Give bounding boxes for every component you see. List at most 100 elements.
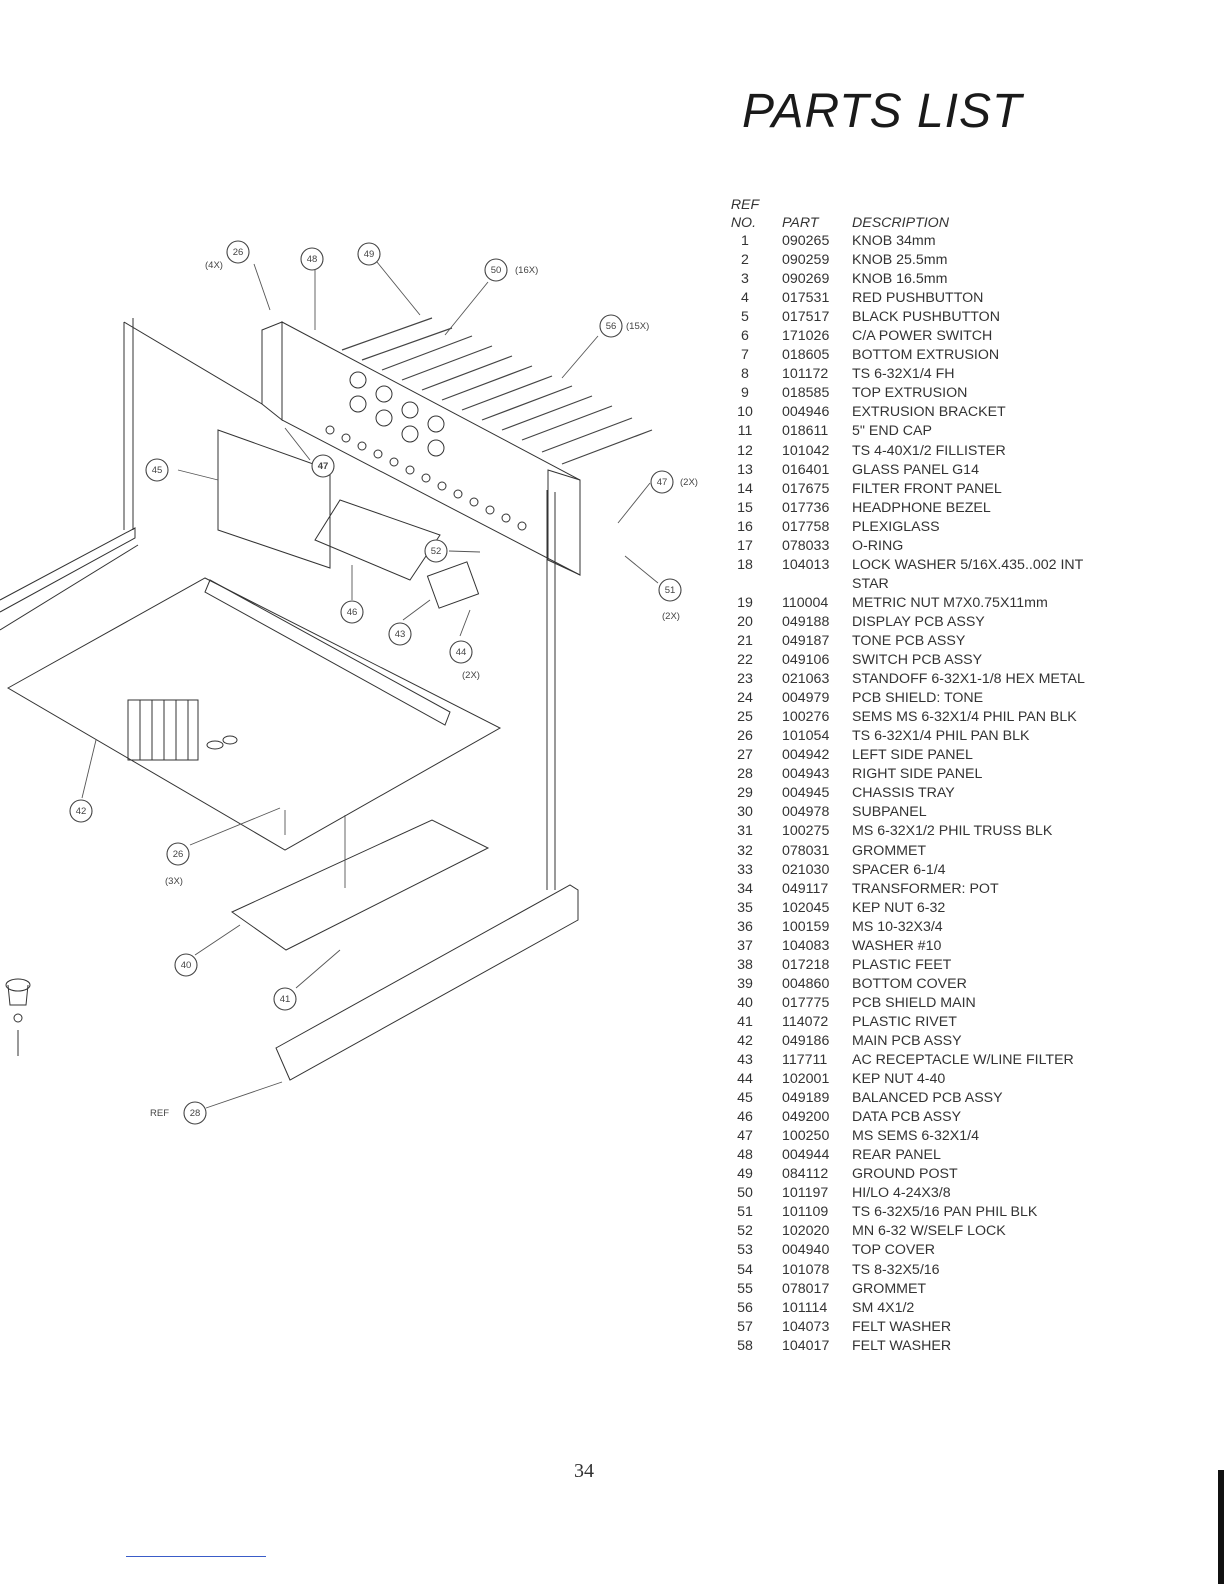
svg-text:47: 47 — [318, 461, 329, 472]
svg-text:46: 46 — [347, 607, 358, 618]
ref-cell: 36 — [737, 918, 753, 935]
part-cell: 049188 — [782, 613, 830, 630]
ref-cell: 42 — [737, 1032, 753, 1049]
part-cell: 018605 — [782, 347, 830, 364]
svg-text:28: 28 — [190, 1108, 201, 1119]
ref-cell: 11 — [737, 423, 753, 440]
callout-56: 56 (15X) — [599, 314, 649, 338]
ref-cell: 29 — [737, 785, 753, 802]
part-cell: 017675 — [782, 480, 830, 497]
part-cell: 017531 — [782, 290, 830, 307]
part-cell: 017218 — [782, 956, 830, 973]
description-cell: WASHER #10 — [852, 937, 942, 954]
chassis-outline — [0, 317, 653, 1081]
svg-text:(2X): (2X) — [462, 670, 480, 681]
part-cell: 110004 — [782, 594, 829, 611]
part-cell: 101114 — [782, 1299, 828, 1316]
description-cell: REAR PANEL — [852, 1147, 941, 1164]
ref-cell: 33 — [737, 861, 753, 878]
part-cell: 004946 — [782, 404, 830, 421]
description-cell: MS 10-32X3/4 — [852, 918, 943, 935]
callout-50: 50 (16X) — [484, 258, 538, 282]
ref-cell: 16 — [737, 518, 753, 535]
part-cell: 101172 — [782, 366, 829, 383]
description-cell: LEFT SIDE PANEL — [852, 747, 973, 764]
description-cell: BOTTOM COVER — [852, 975, 967, 992]
description-cell: SUBPANEL — [852, 804, 927, 821]
ref-cell: 47 — [737, 1128, 753, 1145]
svg-text:26: 26 — [173, 849, 184, 860]
svg-text:48: 48 — [307, 254, 318, 265]
callout-47-right: 47 (2X) — [650, 470, 698, 494]
description-cell: BLACK PUSHBUTTON — [852, 309, 1000, 326]
svg-text:45: 45 — [152, 465, 163, 476]
callout-46: 46 — [340, 600, 364, 624]
part-cell: 100275 — [782, 823, 830, 840]
part-cell: 090259 — [782, 252, 830, 269]
part-cell: 101109 — [782, 1204, 829, 1221]
svg-text:43: 43 — [395, 629, 406, 640]
svg-text:51: 51 — [665, 585, 676, 596]
description-cell: MS 6-32X1/2 PHIL TRUSS BLK — [852, 823, 1053, 840]
description-cell: HEADPHONE BEZEL — [852, 499, 991, 516]
callout-28: 28 REF — [150, 1101, 207, 1125]
svg-text:REF: REF — [150, 1108, 169, 1119]
page-title: PARTS LIST — [742, 85, 1023, 138]
ref-cell: 57 — [737, 1318, 753, 1335]
ref-cell: 52 — [737, 1223, 753, 1240]
callout-43: 43 — [388, 622, 412, 646]
part-cell: 084112 — [782, 1166, 829, 1183]
ref-cell: 4 — [741, 290, 749, 307]
description-cell: RED PUSHBUTTON — [852, 290, 984, 307]
description-cell: TRANSFORMER: POT — [852, 880, 999, 897]
svg-text:26: 26 — [233, 247, 244, 258]
description-cell: PCB SHIELD MAIN — [852, 994, 976, 1011]
ref-cell: 28 — [737, 766, 753, 783]
description-cell: PLASTIC RIVET — [852, 1013, 957, 1030]
description-cell: SWITCH PCB ASSY — [852, 652, 983, 669]
svg-text:49: 49 — [364, 249, 375, 260]
description-cell: EXTRUSION BRACKET — [852, 404, 1006, 421]
description-cell: KNOB 25.5mm — [852, 252, 948, 269]
svg-text:(16X): (16X) — [515, 265, 538, 276]
callout-44: 44 (2X) — [449, 640, 480, 681]
description-cell: FILTER FRONT PANEL — [852, 480, 1002, 497]
description-cell: MAIN PCB ASSY — [852, 1032, 962, 1049]
description-cell: RIGHT SIDE PANEL — [852, 766, 983, 783]
ref-cell: 56 — [737, 1299, 753, 1316]
part-cell: 104013 — [782, 556, 830, 573]
ref-cell: 40 — [737, 994, 753, 1011]
ref-cell: 39 — [737, 975, 753, 992]
description-cell: TOP COVER — [852, 1242, 936, 1259]
description-cell: PCB SHIELD: TONE — [852, 690, 984, 707]
ref-cell: 35 — [737, 899, 753, 916]
ref-cell: 34 — [737, 880, 753, 897]
ref-cell: 41 — [737, 1013, 753, 1030]
header-description: DESCRIPTION — [852, 215, 949, 231]
description-cell: GROMMET — [852, 842, 927, 859]
part-cell: 117711 — [782, 1052, 828, 1069]
svg-text:40: 40 — [181, 960, 192, 971]
description-cell: MN 6-32 W/SELF LOCK — [852, 1223, 1006, 1240]
part-cell: 049106 — [782, 652, 830, 669]
description-cell: BOTTOM EXTRUSION — [852, 347, 1000, 364]
